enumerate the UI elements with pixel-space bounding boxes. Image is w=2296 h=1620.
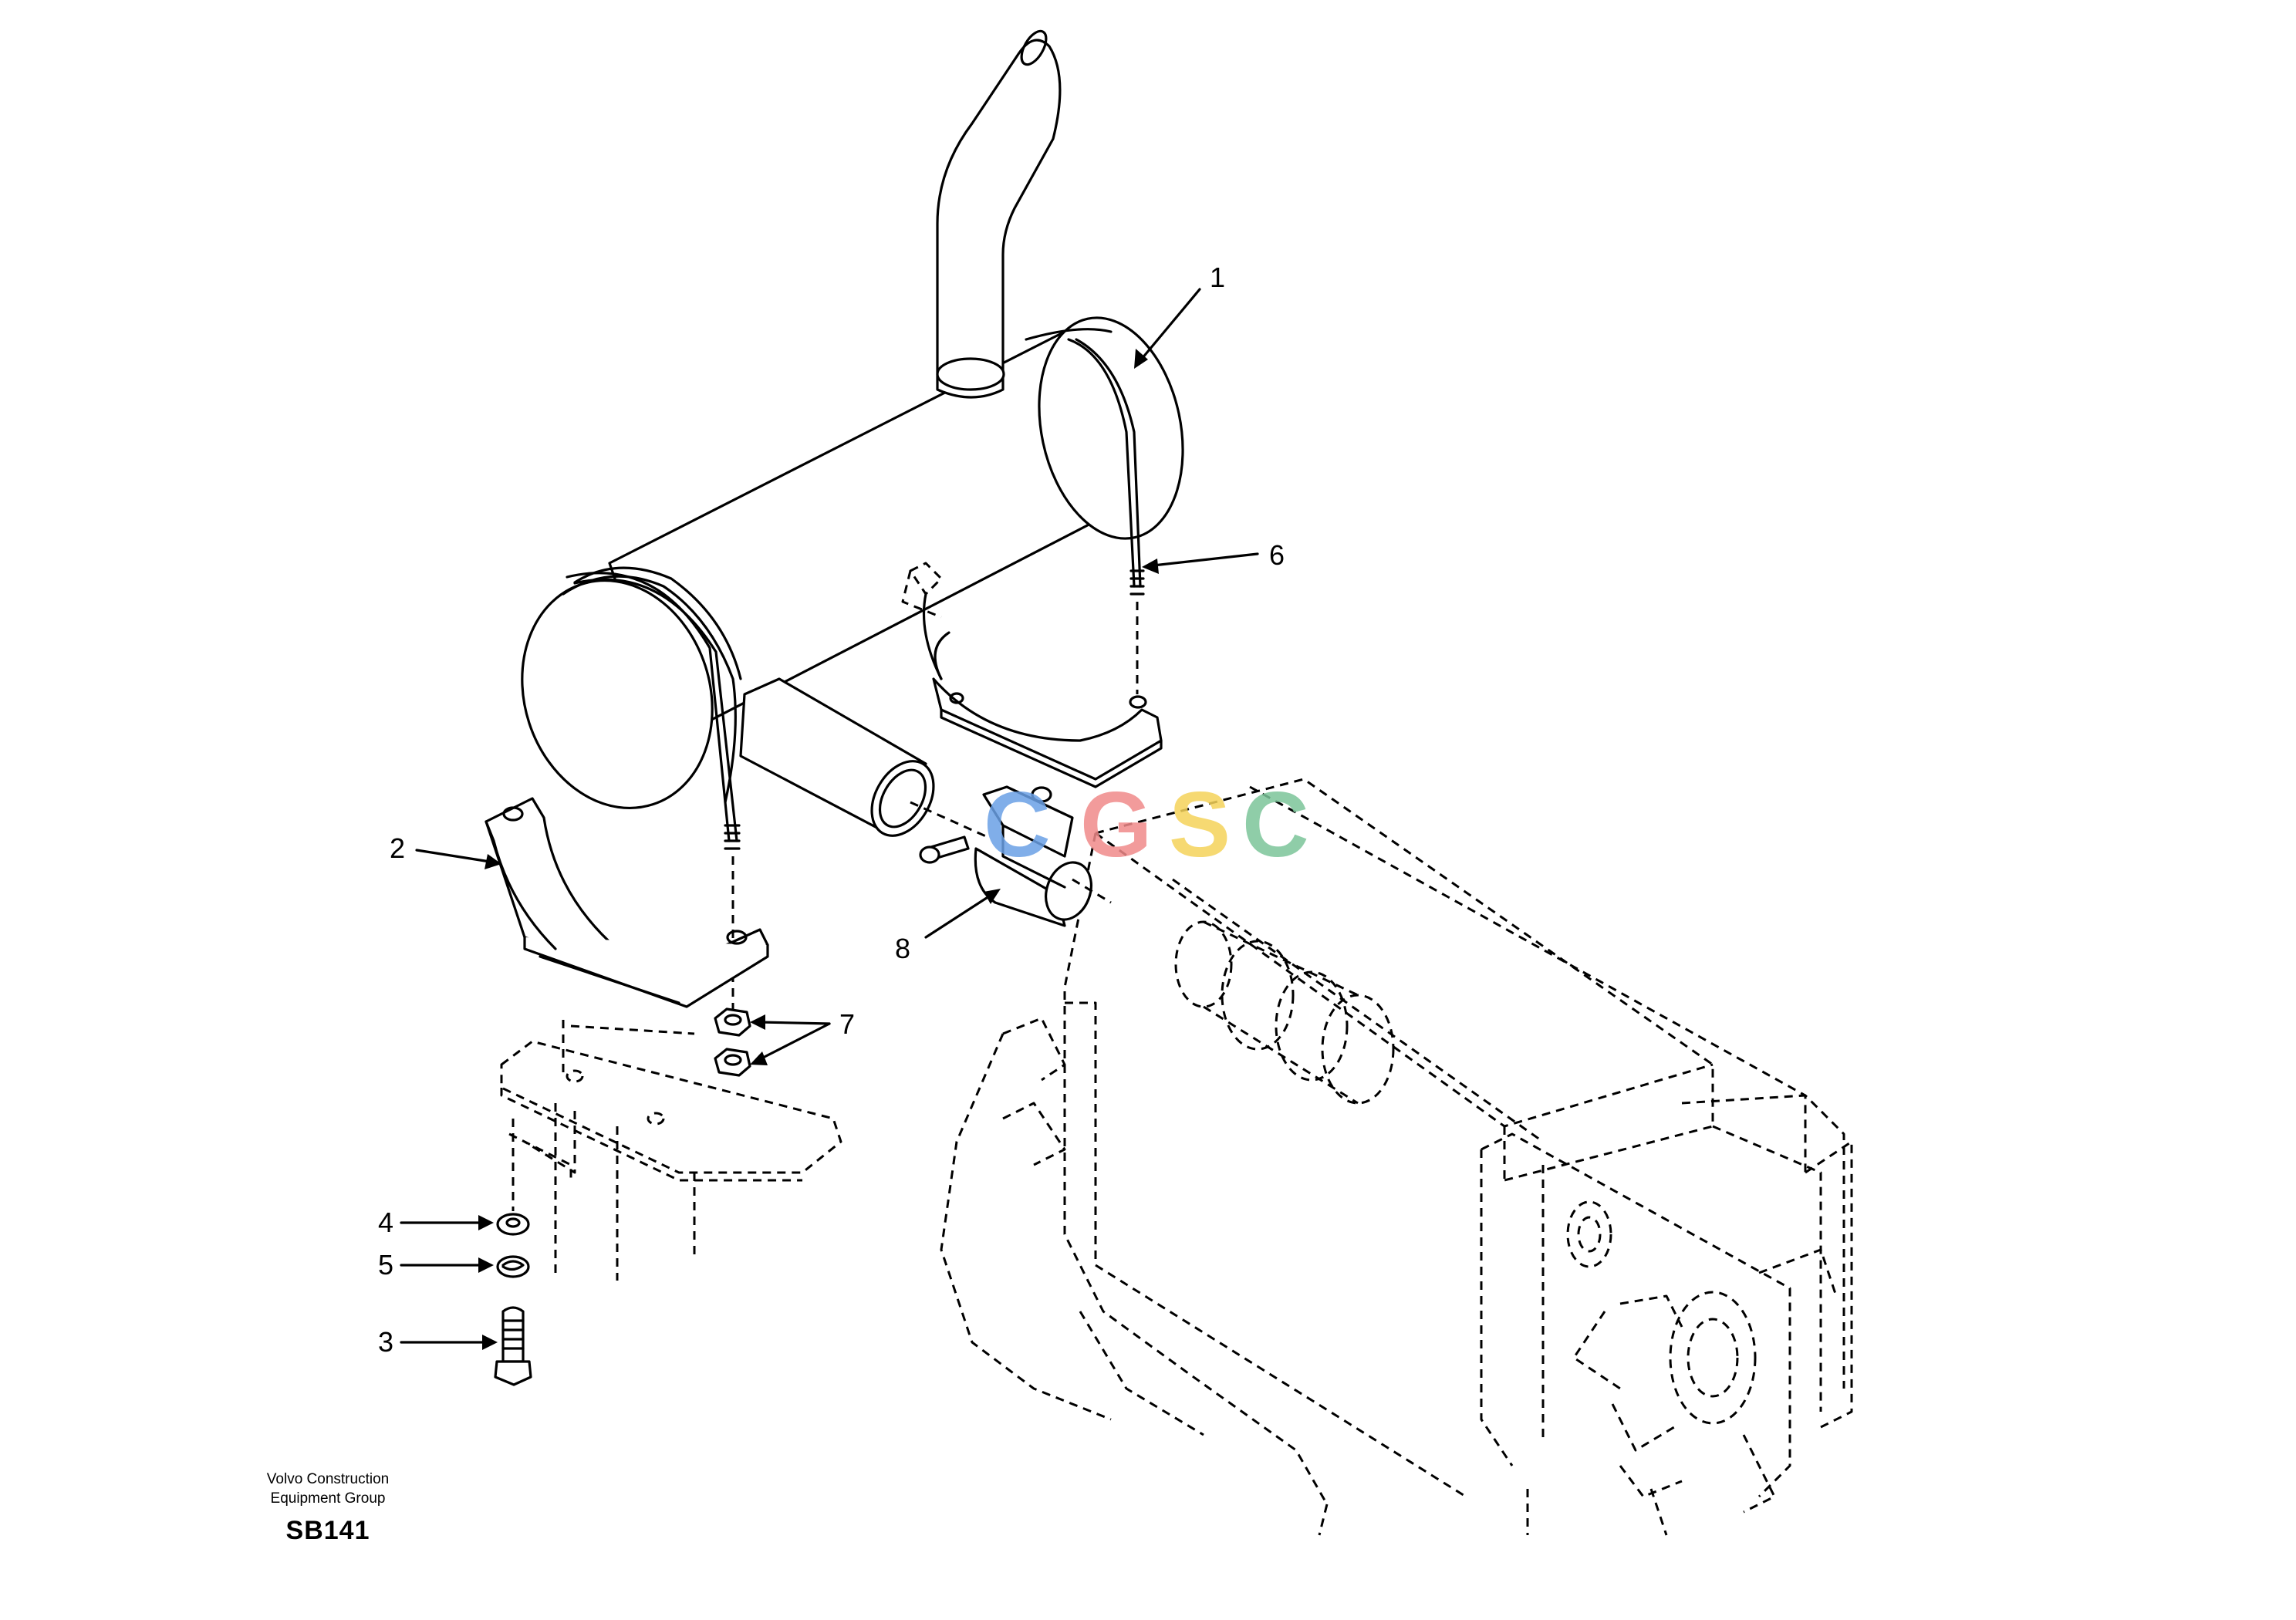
- watermark-letter-4: C: [1242, 773, 1309, 876]
- u-bolt-right: [1067, 338, 1145, 694]
- callout-1: 1: [1210, 262, 1225, 293]
- footer-org-line1: Volvo Construction: [266, 1471, 390, 1487]
- callout-3: 3: [378, 1326, 393, 1358]
- mounting-bracket-outline: [500, 1018, 842, 1281]
- watermark-letter-3: S: [1169, 773, 1231, 876]
- clamp-bracket-front: [485, 797, 769, 1008]
- nut-lower: [714, 1048, 751, 1077]
- pipe-clamp: [910, 785, 1112, 927]
- footer-credit: Volvo Construction Equipment Group SB141: [239, 1470, 417, 1546]
- clamp-bracket-rear: [901, 562, 1163, 788]
- callout-8: 8: [895, 933, 910, 964]
- callout-4: 4: [378, 1207, 393, 1238]
- spring-washer: [496, 1255, 530, 1278]
- engine-outline: [940, 778, 1853, 1536]
- footer-org-line2: Equipment Group: [270, 1490, 386, 1507]
- callout-5: 5: [378, 1249, 393, 1281]
- u-bolt-left: [566, 572, 741, 1018]
- callout-6: 6: [1269, 539, 1285, 571]
- flat-washer: [496, 1213, 530, 1236]
- watermark-letter-1: C: [984, 773, 1051, 876]
- watermark-letter-2: G: [1080, 773, 1152, 876]
- watermark-logo: C G S C: [984, 773, 1309, 876]
- leader-lines: [400, 288, 1259, 1350]
- callout-2: 2: [390, 832, 405, 864]
- footer-model-code: SB141: [285, 1516, 370, 1545]
- hex-bolt: [494, 1306, 532, 1386]
- muffler: [521, 29, 1184, 837]
- nut-upper: [714, 1007, 751, 1037]
- callout-7: 7: [839, 1008, 855, 1040]
